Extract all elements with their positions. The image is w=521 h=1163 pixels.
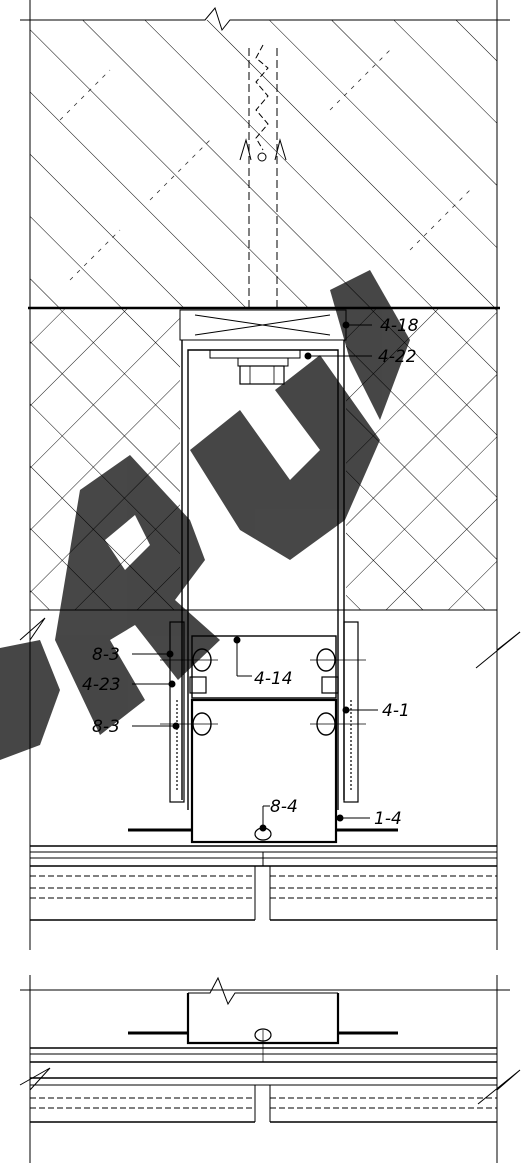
label-4-22: 4-22 — [378, 347, 417, 367]
label-8-3-lower: 8-3 — [92, 717, 120, 737]
anchor-bolt — [239, 44, 287, 330]
vertical-guide-profile — [128, 698, 398, 844]
extension-profile — [160, 635, 366, 699]
cladding-detail-bottom — [19, 975, 521, 1163]
label-1-4: 1-4 — [374, 809, 402, 829]
cladding-panels-top — [30, 845, 497, 921]
concrete-wall — [20, 0, 510, 308]
leader-lines — [132, 321, 378, 832]
label-4-23: 4-23 — [82, 675, 121, 695]
watermark-logo — [0, 270, 410, 760]
label-8-3-upper: 8-3 — [92, 645, 120, 665]
label-4-14: 4-14 — [254, 669, 293, 689]
label-4-1: 4-1 — [382, 701, 410, 721]
label-8-4: 8-4 — [270, 797, 298, 817]
label-4-18: 4-18 — [380, 316, 419, 336]
